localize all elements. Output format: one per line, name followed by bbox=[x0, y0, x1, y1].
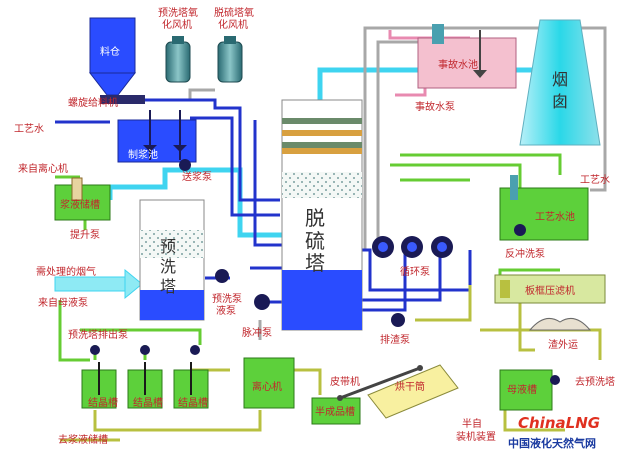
desulf-fan-label-1: 脱硫塔氧 bbox=[214, 6, 254, 19]
desulf-fan-label-2: 化风机 bbox=[218, 18, 248, 31]
chimney: 烟 囱 bbox=[519, 19, 601, 146]
slurry-prep-tank: 制浆池 bbox=[117, 110, 197, 163]
flue-gas-label: 需处理的烟气 bbox=[36, 265, 96, 278]
prewash-fan-label-1: 预洗塔氧 bbox=[158, 6, 198, 19]
backwash-pump-label: 反冲洗泵 bbox=[505, 247, 545, 260]
pulse-pump-icon bbox=[254, 294, 270, 310]
centrifuge: 离心机 bbox=[243, 357, 295, 409]
desulf-tower: 脱 硫 塔 bbox=[281, 99, 363, 331]
prewash-discharge-label: 预洗塔排出泵 bbox=[68, 328, 128, 341]
watermark-brand: ChinaLNG bbox=[518, 414, 600, 432]
feed-pump-icon bbox=[179, 159, 191, 171]
semi-product-tank: 半成品槽 bbox=[311, 397, 361, 425]
semi-auto-label: 半自 bbox=[462, 417, 482, 430]
from-mother-liquor-label: 来自母液泵 bbox=[38, 296, 88, 309]
circ-pump-label: 循环泵 bbox=[400, 265, 430, 278]
crystal-tank-3-label: 结晶槽 bbox=[178, 396, 208, 409]
silo: 料仓 bbox=[88, 17, 137, 96]
feed-pump-label: 送浆泵 bbox=[182, 170, 212, 183]
filter-press-label: 板框压滤机 bbox=[525, 284, 575, 297]
olive-pipes bbox=[60, 285, 602, 442]
discharge-pump-3 bbox=[190, 345, 200, 355]
to-prewash-label: 去预洗塔 bbox=[575, 375, 615, 388]
process-pool-label: 工艺水池 bbox=[535, 210, 575, 223]
crystal-tank-3: 结晶槽 bbox=[173, 362, 209, 409]
slurry-prep-label: 制浆池 bbox=[128, 148, 158, 161]
chimney-char1: 烟 bbox=[552, 70, 568, 89]
slag-pump-icon bbox=[391, 313, 405, 327]
slag-pump-label: 排渣泵 bbox=[380, 333, 410, 346]
from-centrifuge-label: 来自离心机 bbox=[18, 162, 68, 175]
washing-pump-label: 液泵 bbox=[216, 304, 236, 317]
screw-feeder-label: 螺旋给料机 bbox=[68, 96, 118, 109]
filter-press: 板框压滤机 bbox=[494, 274, 606, 304]
crystal-tank-2-label: 结晶槽 bbox=[133, 396, 163, 409]
process-water-1-label: 工艺水 bbox=[14, 123, 44, 135]
pulse-pump-label: 脉冲泵 bbox=[242, 326, 272, 339]
prewash-fan-label-2: 化风机 bbox=[162, 18, 192, 31]
dryer: 烘干筒 bbox=[367, 364, 459, 419]
semi-product-label: 半成品槽 bbox=[315, 405, 355, 418]
desulf-tower-char2: 硫 bbox=[305, 229, 325, 253]
process-water-pool: 工艺水池 bbox=[499, 175, 589, 241]
crystal-tank-1: 结晶槽 bbox=[81, 362, 118, 409]
mother-pump-icon bbox=[550, 375, 560, 385]
crystal-tank-1-label: 结晶槽 bbox=[88, 396, 118, 409]
gray-pipes bbox=[188, 26, 607, 340]
prewash-oxidation-fan bbox=[165, 36, 191, 83]
silo-label: 料仓 bbox=[100, 45, 120, 58]
process-water-2-label: 工艺水 bbox=[580, 174, 610, 186]
belt-conveyor-label: 皮带机 bbox=[330, 375, 360, 388]
packing-label: 装机装置 bbox=[456, 430, 496, 443]
crystal-tank-2: 结晶槽 bbox=[127, 362, 163, 409]
mother-liquor-tank: 母液槽 bbox=[499, 369, 553, 411]
screw-feeder bbox=[100, 95, 145, 104]
prewash-tower: 预 洗 塔 bbox=[139, 199, 205, 321]
lift-pump-label: 提升泵 bbox=[70, 229, 100, 241]
discharge-pump-2 bbox=[140, 345, 150, 355]
prewash-tower-char3: 塔 bbox=[160, 277, 176, 296]
backwash-pump-icon bbox=[514, 224, 526, 236]
centrifuge-label: 离心机 bbox=[252, 380, 282, 393]
accident-pump-label: 事故水泵 bbox=[415, 100, 455, 113]
watermark-sub: 中国液化天然气网 bbox=[508, 436, 596, 450]
chimney-char2: 囱 bbox=[552, 92, 568, 111]
flue-gas-inlet-arrow bbox=[54, 268, 143, 300]
accident-water-tank: 事故水池 bbox=[417, 24, 517, 89]
slag-out-label: 渣外运 bbox=[548, 338, 578, 351]
desulf-oxidation-fan bbox=[217, 36, 243, 83]
prewash-pump-icon bbox=[215, 269, 229, 283]
mother-tank-label: 母液槽 bbox=[507, 383, 537, 396]
dryer-label: 烘干筒 bbox=[395, 380, 425, 393]
slurry-storage-tank: 浆液储槽 bbox=[54, 177, 111, 221]
to-slurry-label: 去浆液储槽 bbox=[58, 433, 108, 446]
discharge-pump-1 bbox=[90, 345, 100, 355]
watermark-logo: ChinaLNG 中国液化天然气网 bbox=[508, 414, 600, 450]
prewash-pump-label: 预洗泵 bbox=[212, 293, 242, 305]
desulf-tower-char1: 脱 bbox=[305, 206, 325, 230]
belt-conveyor bbox=[337, 365, 423, 401]
prewash-tower-char1: 预 bbox=[160, 237, 176, 256]
circulation-pumps bbox=[372, 236, 453, 258]
prewash-tower-char2: 洗 bbox=[160, 257, 176, 276]
slag-pile bbox=[528, 317, 592, 331]
desulf-tower-char3: 塔 bbox=[305, 251, 325, 275]
slurry-storage-label: 浆液储槽 bbox=[60, 198, 100, 211]
accident-tank-label: 事故水池 bbox=[438, 58, 478, 71]
